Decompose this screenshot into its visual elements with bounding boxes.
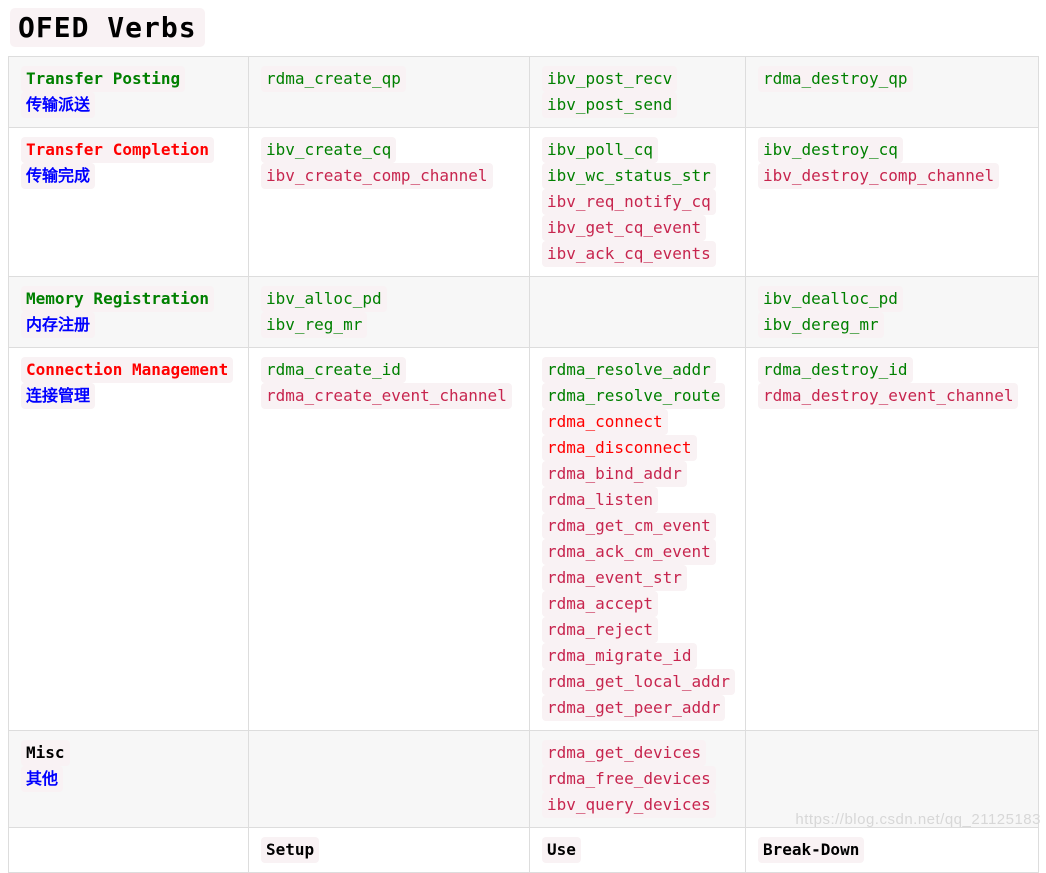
use-cell: ibv_poll_cq ibv_wc_status_str ibv_req_no… bbox=[529, 127, 746, 277]
inline-code: rdma_get_peer_addr bbox=[542, 695, 726, 721]
category-cell: Memory Registration 内存注册 bbox=[8, 276, 249, 348]
category-label-zh: 连接管理 bbox=[21, 383, 96, 409]
inline-code: rdma_reject bbox=[542, 617, 658, 643]
inline-code: rdma_create_id bbox=[261, 357, 406, 383]
setup-cell: rdma_create_id rdma_create_event_channel bbox=[248, 347, 530, 731]
use-cell: rdma_get_devices rdma_free_devices ibv_q… bbox=[529, 730, 746, 828]
inline-code: rdma_destroy_id bbox=[758, 357, 913, 383]
setup-cell bbox=[248, 730, 530, 828]
use-cell: ibv_post_recv ibv_post_send bbox=[529, 56, 746, 128]
inline-code: ibv_get_cq_event bbox=[542, 215, 707, 241]
category-cell: Transfer Completion 传输完成 bbox=[8, 127, 249, 277]
inline-code: rdma_event_str bbox=[542, 565, 687, 591]
inline-code: ibv_query_devices bbox=[542, 792, 716, 818]
inline-code: ibv_post_recv bbox=[542, 66, 678, 92]
inline-code: ibv_create_comp_channel bbox=[261, 163, 493, 189]
use-cell bbox=[529, 276, 746, 348]
inline-code: rdma_listen bbox=[542, 487, 658, 513]
inline-code: rdma_resolve_addr bbox=[542, 357, 716, 383]
category-label-zh: 传输派送 bbox=[21, 92, 96, 118]
category-label-en: Memory Registration bbox=[21, 286, 215, 312]
inline-code: rdma_resolve_route bbox=[542, 383, 726, 409]
inline-code: ibv_create_cq bbox=[261, 137, 397, 163]
category-label-en: Misc bbox=[21, 740, 70, 766]
setup-cell: ibv_create_cq ibv_create_comp_channel bbox=[248, 127, 530, 277]
table-row: Connection Management 连接管理 rdma_create_i… bbox=[8, 347, 1039, 731]
inline-code: rdma_create_event_channel bbox=[261, 383, 512, 409]
inline-code: ibv_dealloc_pd bbox=[758, 286, 903, 312]
csdn-watermark: https://blog.csdn.net/qq_21125183 bbox=[795, 811, 1041, 828]
inline-code: rdma_accept bbox=[542, 591, 658, 617]
inline-code: rdma_disconnect bbox=[542, 435, 697, 461]
inline-code: rdma_bind_addr bbox=[542, 461, 687, 487]
category-cell: Misc 其他 bbox=[8, 730, 249, 828]
category-label-zh: 传输完成 bbox=[21, 163, 96, 189]
setup-cell: rdma_create_qp bbox=[248, 56, 530, 128]
table-row: Transfer Posting 传输派送 rdma_create_qp ibv… bbox=[8, 56, 1039, 128]
use-footer-cell: Use bbox=[529, 827, 746, 873]
inline-code: ibv_req_notify_cq bbox=[542, 189, 716, 215]
table-row: Transfer Completion 传输完成 ibv_create_cq i… bbox=[8, 127, 1039, 277]
breakdown-cell: rdma_destroy_id rdma_destroy_event_chann… bbox=[745, 347, 1039, 731]
inline-code: rdma_connect bbox=[542, 409, 668, 435]
setup-cell: ibv_alloc_pd ibv_reg_mr bbox=[248, 276, 530, 348]
inline-code: ibv_reg_mr bbox=[261, 312, 368, 338]
breakdown-cell: rdma_destroy_qp bbox=[745, 56, 1039, 128]
inline-code: ibv_dereg_mr bbox=[758, 312, 884, 338]
category-cell: Transfer Posting 传输派送 bbox=[8, 56, 249, 128]
category-label-en: Transfer Posting bbox=[21, 66, 186, 92]
inline-code: rdma_destroy_qp bbox=[758, 66, 913, 92]
table-footer-row: Setup Use Break-Down bbox=[8, 827, 1039, 873]
category-label-en: Connection Management bbox=[21, 357, 234, 383]
setup-footer-cell: Setup bbox=[248, 827, 530, 873]
page-title: OFED Verbs bbox=[10, 8, 205, 47]
inline-code: ibv_destroy_cq bbox=[758, 137, 903, 163]
inline-code: rdma_get_local_addr bbox=[542, 669, 736, 695]
breakdown-cell: ibv_destroy_cq ibv_destroy_comp_channel bbox=[745, 127, 1039, 277]
verbs-table: Transfer Posting 传输派送 rdma_create_qp ibv… bbox=[8, 56, 1039, 873]
category-label-en: Transfer Completion bbox=[21, 137, 215, 163]
inline-code: rdma_ack_cm_event bbox=[542, 539, 716, 565]
inline-code: ibv_post_send bbox=[542, 92, 678, 118]
inline-code: rdma_destroy_event_channel bbox=[758, 383, 1019, 409]
breakdown-footer-cell: Break-Down bbox=[745, 827, 1039, 873]
category-label-zh: 内存注册 bbox=[21, 312, 96, 338]
inline-code: ibv_poll_cq bbox=[542, 137, 658, 163]
category-label-zh: 其他 bbox=[21, 766, 64, 792]
inline-code: rdma_free_devices bbox=[542, 766, 716, 792]
inline-code: ibv_alloc_pd bbox=[261, 286, 387, 312]
category-cell: Connection Management 连接管理 bbox=[8, 347, 249, 731]
inline-code: rdma_create_qp bbox=[261, 66, 406, 92]
inline-code: rdma_migrate_id bbox=[542, 643, 697, 669]
table-row: Memory Registration 内存注册 ibv_alloc_pd ib… bbox=[8, 276, 1039, 348]
breakdown-cell bbox=[745, 730, 1039, 828]
table-row: Misc 其他 rdma_get_devices rdma_free_devic… bbox=[8, 730, 1039, 828]
inline-code: rdma_get_devices bbox=[542, 740, 707, 766]
breakdown-cell: ibv_dealloc_pd ibv_dereg_mr bbox=[745, 276, 1039, 348]
inline-code: ibv_destroy_comp_channel bbox=[758, 163, 1000, 189]
inline-code: rdma_get_cm_event bbox=[542, 513, 716, 539]
use-cell: rdma_resolve_addr rdma_resolve_route rdm… bbox=[529, 347, 746, 731]
category-cell bbox=[8, 827, 249, 873]
inline-code: ibv_ack_cq_events bbox=[542, 241, 716, 267]
inline-code: ibv_wc_status_str bbox=[542, 163, 716, 189]
